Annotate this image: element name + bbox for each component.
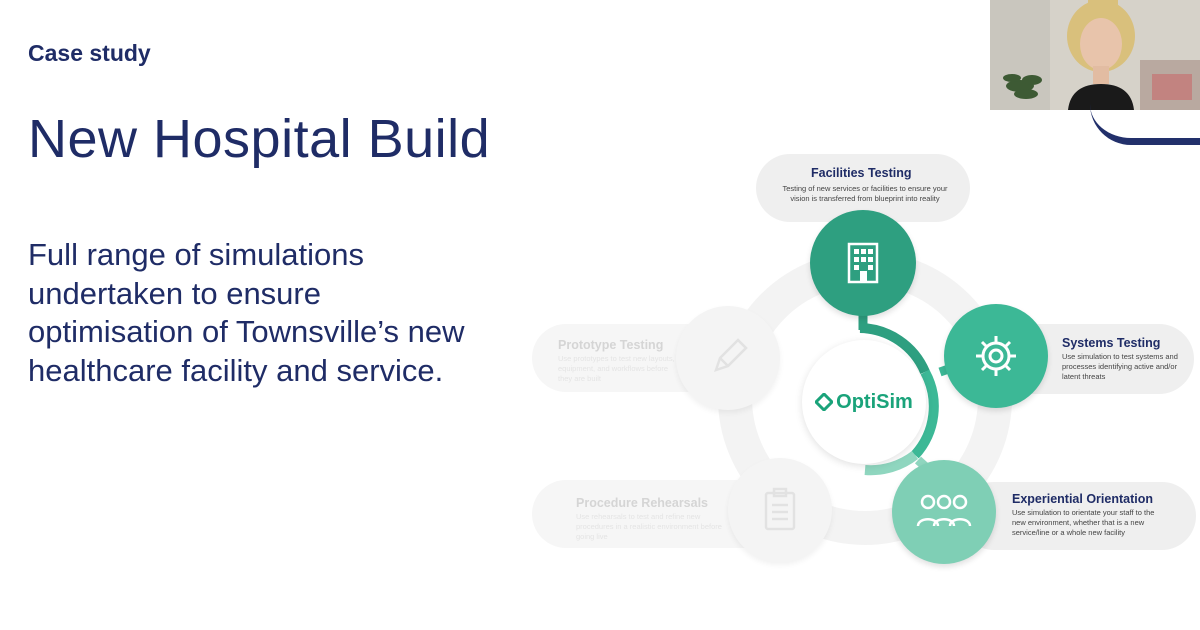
pencil-icon [714, 338, 748, 372]
center-logo-circle: OptiSim [802, 340, 926, 464]
webcam-video-feed [990, 0, 1200, 110]
clipboard-icon [764, 487, 796, 531]
node-facilities [810, 210, 916, 316]
stage-title: Procedure Rehearsals [576, 496, 709, 510]
decorative-swoosh [1090, 104, 1200, 145]
stage-desc: Use simulation to test systems and proce… [1062, 352, 1178, 381]
node-systems [944, 304, 1048, 408]
pill-experiential-orientation: Experiential Orientation Use simulation … [960, 482, 1196, 550]
gear-icon [976, 336, 1016, 376]
stage-title: Experiential Orientation [1012, 492, 1154, 506]
node-experiential [892, 460, 996, 564]
logo-text: OptiSim [836, 390, 913, 413]
stage-title: Systems Testing [1062, 336, 1161, 350]
slide-kicker: Case study [28, 40, 151, 66]
optisim-cycle-diagram: Facilities Testing Testing of new servic… [520, 140, 1200, 570]
node-prototype [676, 306, 780, 410]
stage-desc: Testing of new services or facilities to… [782, 184, 948, 203]
presenter-video-feed [990, 0, 1200, 110]
slide-body-text: Full range of simulations undertaken to … [28, 237, 465, 388]
node-procedure [728, 458, 832, 562]
stage-desc: Use rehearsals to test and refine new pr… [576, 512, 722, 541]
stage-desc: Use prototypes to test new layouts, equi… [558, 354, 675, 383]
logo-mark-icon [815, 393, 834, 411]
people-icon [916, 494, 972, 527]
stage-title: Facilities Testing [811, 166, 912, 180]
optisim-logo: OptiSim [815, 391, 913, 414]
building-icon [847, 242, 879, 284]
stage-desc: Use simulation to orientate your staff t… [1012, 508, 1155, 537]
slide-title: New Hospital Build [28, 109, 491, 169]
stage-title: Prototype Testing [558, 338, 664, 352]
